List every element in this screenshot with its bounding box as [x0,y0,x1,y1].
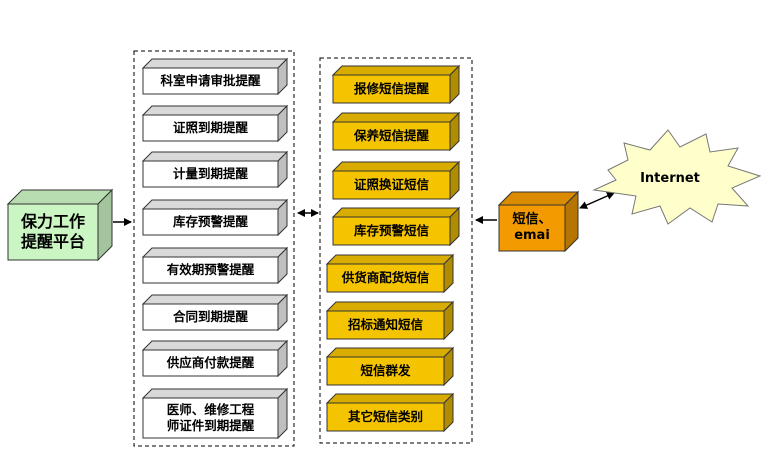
left-item-0: 科室申请审批提醒 [160,73,261,89]
left-item-4: 有效期预警提醒 [166,262,255,278]
left-box-5-front [142,303,279,331]
left-box-1-top [141,105,289,116]
right-box-0-top [331,65,461,76]
left-item-7-line1: 医师、维修工程 [166,402,255,418]
left-item-1: 证照到期提醒 [172,120,248,136]
right-item-2: 证照换证短信 [353,177,429,193]
left-box-1-front [142,114,279,142]
left-box-0-front [142,67,279,95]
internet-label: Internet [640,170,700,186]
left-box-2-top [141,151,289,162]
right-box-1-front [332,121,451,151]
left-box-7-side [277,387,288,440]
right-box-6-top [325,347,455,358]
left-item-7-line2: 师证件到期提醒 [166,418,255,433]
right-item-6: 短信群发 [360,363,411,379]
right-item-1: 保养短信提醒 [353,128,429,144]
left-box-2-front [142,160,279,188]
sms-email-box-front [498,204,566,252]
right-item-7: 其它短信类别 [347,409,423,425]
left-box-6-front [142,349,279,377]
right-box-5-top [325,301,455,312]
internet-starburst [592,129,762,225]
platform-label: 保力工作提醒平台 [8,204,98,260]
platform-label-line1: 保力工作 [20,212,85,231]
right-box-7-top [325,393,455,404]
right-box-3-top [331,207,461,218]
right-box-1-top [331,112,461,123]
left-item-5: 合同到期提醒 [172,309,248,325]
right-box-3-front [332,216,451,246]
right-box-5-front [326,310,445,340]
right-item-3: 库存预警短信 [353,223,429,239]
right-box-4-front [326,263,445,293]
right-item-4: 供货商配货短信 [341,270,430,286]
right-box-4-top [325,254,455,265]
right-sms-group [319,57,473,444]
left-box-5-top [141,294,289,305]
left-box-4-top [141,247,289,258]
left-box-7-front [142,397,279,439]
left-box-4-front [142,256,279,284]
right-box-6-front [326,356,445,386]
left-item-7: 医师、维修工程师证件到期提醒 [143,398,278,438]
left-box-3-front [142,208,279,236]
left-box-0-top [141,58,289,69]
right-item-5: 招标通知短信 [347,317,423,333]
sms-email-label: 短信、emai [499,205,565,251]
left-item-2: 计量到期提醒 [172,166,248,182]
right-box-7-front [326,402,445,432]
left-box-7-top [141,388,289,399]
left-box-3-top [141,199,289,210]
right-box-2-front [332,170,451,200]
sms-email-box-top [497,191,580,206]
platform-box-top [6,189,114,205]
right-box-0-front [332,74,451,104]
internet-sms-double-arrow [579,192,615,209]
right-item-0: 报修短信提醒 [353,81,429,97]
sms-email-line1: 短信、 [512,211,552,227]
sms-email-line2: emai [514,228,550,243]
platform-box-front [7,203,99,261]
left-box-6-top [141,340,289,351]
left-item-3: 库存预警提醒 [172,214,248,230]
platform-label-line2: 提醒平台 [20,232,85,251]
right-box-2-top [331,161,461,172]
left-item-6: 供应商付款提醒 [166,355,255,371]
left-reminder-group [133,50,295,447]
